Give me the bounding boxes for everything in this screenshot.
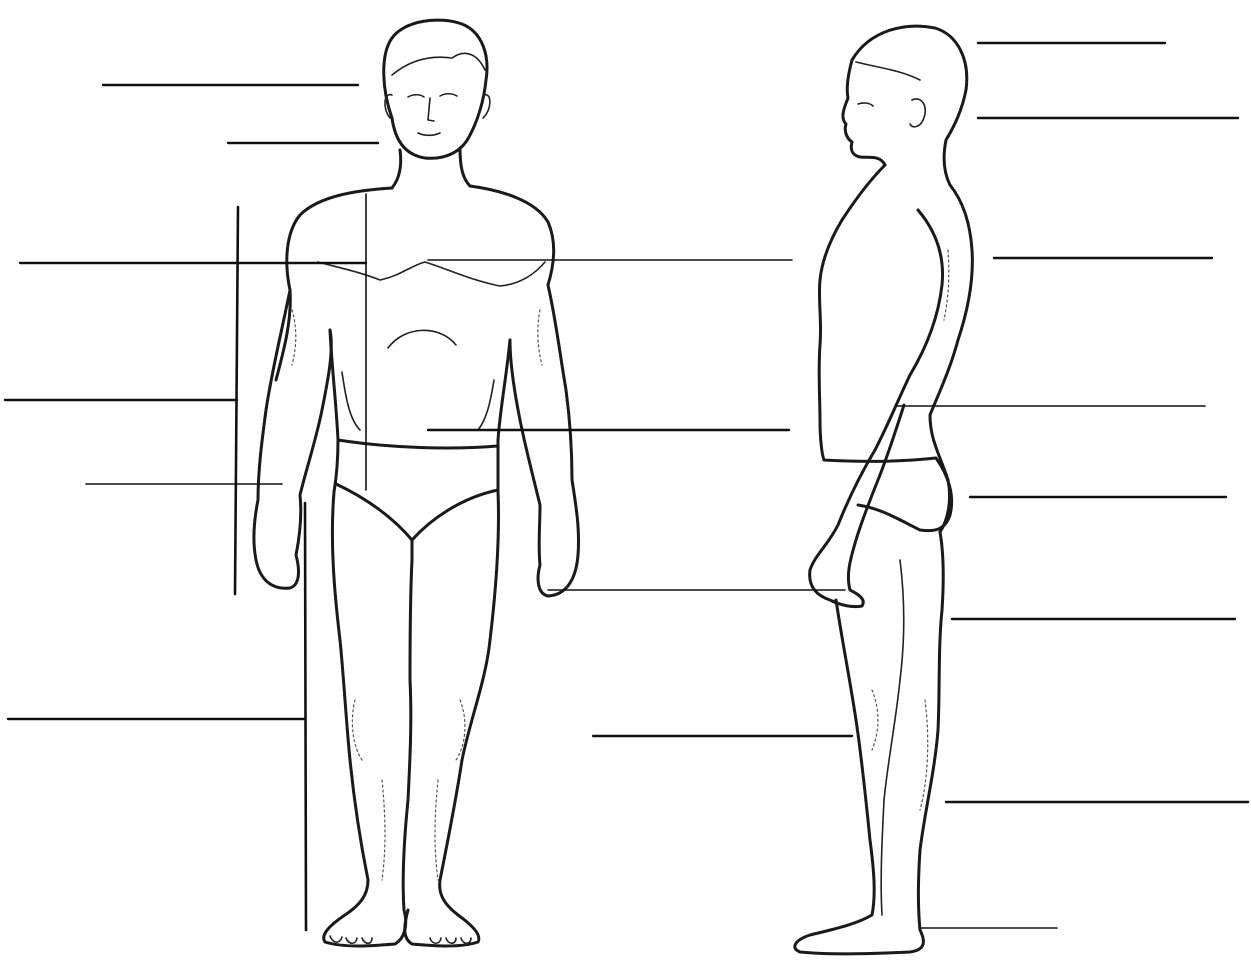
front-briefs — [336, 484, 498, 540]
front-left-toes — [330, 936, 372, 943]
side-face-outline — [843, 60, 885, 165]
front-right-leg — [405, 492, 499, 946]
side-calf — [920, 700, 928, 810]
anterior-view-figure — [254, 20, 579, 946]
side-hairline — [856, 62, 920, 80]
side-back-muscle — [944, 250, 949, 320]
front-left-knee — [352, 700, 362, 760]
front-torso-sides — [330, 330, 510, 492]
upper-limb-bracket — [235, 207, 238, 594]
lower-limb-bracket — [305, 503, 306, 930]
front-eye-right — [440, 94, 457, 96]
side-front-torso — [819, 165, 885, 460]
front-mouth — [418, 133, 440, 135]
front-waistband — [338, 440, 498, 448]
label-blanks-center — [428, 260, 852, 736]
front-abdomen-upper — [388, 330, 456, 348]
front-neck-right — [460, 148, 470, 186]
side-head-outline — [852, 26, 967, 185]
front-eye-left — [408, 95, 424, 97]
side-knee — [872, 690, 878, 750]
side-briefs — [824, 458, 952, 531]
lateral-view-figure — [795, 26, 973, 954]
front-shin-right — [435, 780, 438, 880]
front-left-arm — [254, 290, 331, 588]
front-head-outline — [384, 20, 487, 158]
side-arm — [810, 210, 943, 607]
front-neck-left — [392, 150, 401, 188]
front-arm-muscle-left — [292, 310, 296, 365]
side-back-leg-line — [881, 560, 904, 915]
front-right-toes — [430, 938, 471, 943]
side-eye — [858, 103, 873, 106]
label-blanks-left — [5, 85, 378, 719]
side-ear — [910, 99, 925, 127]
front-left-leg — [324, 492, 412, 946]
front-arm-muscle-right — [538, 310, 542, 365]
front-shin-left — [382, 780, 385, 880]
front-right-arm — [510, 285, 579, 596]
side-front-leg — [795, 532, 944, 954]
brackets — [235, 207, 306, 930]
front-abdomen-lower — [342, 372, 494, 430]
front-chest-line — [318, 262, 545, 286]
front-nose — [428, 98, 434, 121]
front-hair-line — [392, 53, 485, 75]
